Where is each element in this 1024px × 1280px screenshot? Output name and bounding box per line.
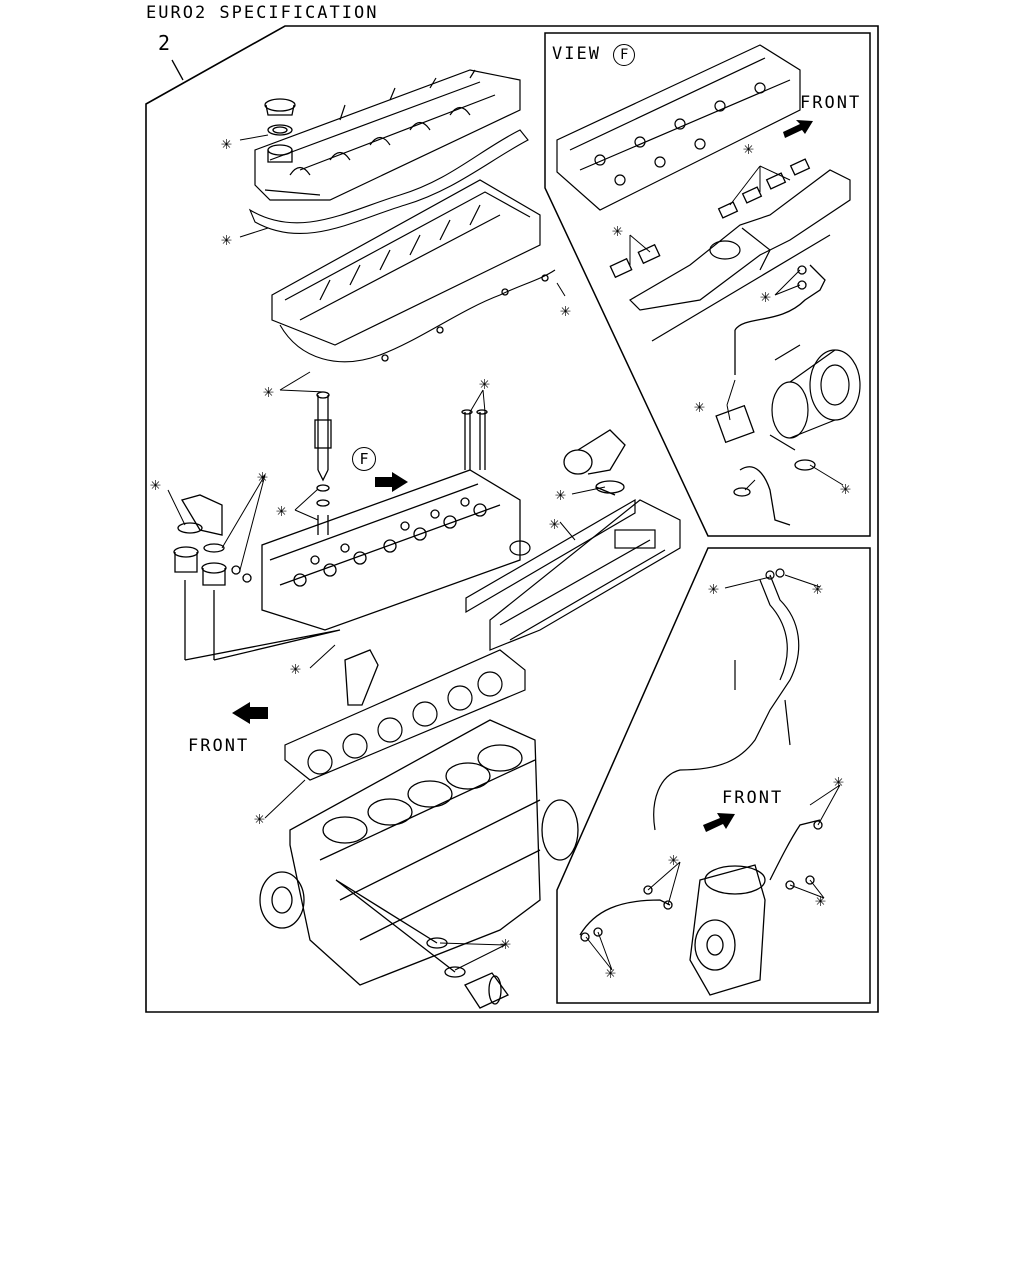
- asterisk-leaders: [167, 134, 844, 971]
- asterisk-marker: ✳: [549, 513, 560, 534]
- coolant-sensor-parts: [335, 879, 509, 1009]
- asterisk-marker: ✳: [290, 658, 301, 679]
- view-letter-circle: F: [613, 44, 636, 66]
- turbo-gasket: [715, 404, 755, 444]
- asterisk-marker: ✳: [708, 578, 719, 599]
- intake-manifold: [489, 499, 681, 651]
- arrow-view-f: [783, 120, 813, 138]
- head-bolts: [461, 409, 488, 470]
- arrow-pump: [703, 813, 735, 832]
- asterisk-marker: ✳: [840, 478, 851, 499]
- asterisk-marker: ✳: [276, 500, 287, 521]
- injector-assembly: [314, 391, 332, 535]
- asterisk-marker: ✳: [500, 933, 511, 954]
- exhaust-manifold: [629, 169, 851, 311]
- fuel-pump-panel: [556, 547, 871, 1004]
- turbo-oil-lines: [733, 264, 826, 526]
- cylinder-block: [259, 719, 579, 986]
- asterisk-marker: ✳: [257, 466, 268, 487]
- injector-harness-clips: [381, 274, 549, 362]
- asterisk-marker: ✳: [221, 133, 232, 154]
- asterisk-marker: ✳: [221, 229, 232, 250]
- asterisk-marker: ✳: [694, 396, 705, 417]
- asterisk-marker: ✳: [263, 381, 274, 402]
- view-f-label: VIEW F: [552, 44, 636, 66]
- view-prefix: VIEW: [552, 44, 601, 64]
- pump-fuel-pipes: [579, 819, 823, 942]
- asterisk-marker: ✳: [612, 220, 623, 241]
- asterisk-marker: ✳: [150, 474, 161, 495]
- asterisk-marker: ✳: [812, 578, 823, 599]
- view-f-panel: [544, 32, 871, 537]
- callout-marker-f: F: [352, 447, 376, 471]
- item-leader: [171, 59, 184, 81]
- injector-harness: [279, 269, 556, 363]
- high-pressure-pipe: [653, 568, 800, 831]
- asterisk-marker: ✳: [479, 373, 490, 394]
- rocker-cover: [254, 69, 521, 201]
- asterisk-marker: ✳: [605, 962, 616, 983]
- turbo-subpanel: [651, 234, 831, 342]
- main-frame: [145, 25, 879, 1013]
- exhaust-manifold-gaskets: [609, 158, 811, 279]
- asterisk-marker: ✳: [254, 808, 265, 829]
- asterisk-marker: ✳: [743, 138, 754, 159]
- oil-filler-cap: [264, 98, 296, 163]
- asterisk-marker: ✳: [760, 286, 771, 307]
- front-label-main: FRONT: [188, 736, 250, 756]
- view-f-head: [556, 44, 801, 211]
- spec-title: EURO2 SPECIFICATION: [146, 3, 379, 23]
- head-gasket: [284, 649, 526, 781]
- asterisk-marker: ✳: [668, 849, 679, 870]
- item-number: 2: [158, 31, 173, 55]
- thermostat-parts: [173, 494, 341, 661]
- front-label-view-f: FRONT: [800, 93, 862, 113]
- arrow-front-left: [232, 702, 268, 724]
- asterisk-marker: ✳: [833, 771, 844, 792]
- asterisk-marker: ✳: [815, 890, 826, 911]
- egr-cooler: [344, 649, 379, 706]
- cylinder-head: [261, 469, 521, 631]
- rocker-cover-gasket: [248, 129, 529, 235]
- throttle-body: [563, 429, 626, 496]
- asterisk-marker: ✳: [560, 300, 571, 321]
- intake-manifold-gasket: [465, 498, 636, 614]
- supply-pump: [689, 864, 766, 996]
- front-arrows: [232, 120, 813, 832]
- asterisk-marker: ✳: [555, 484, 566, 505]
- arrow-head: [375, 472, 408, 492]
- rocker-housing: [271, 179, 541, 346]
- turbocharger: [769, 344, 861, 451]
- front-label-pump: FRONT: [722, 788, 784, 808]
